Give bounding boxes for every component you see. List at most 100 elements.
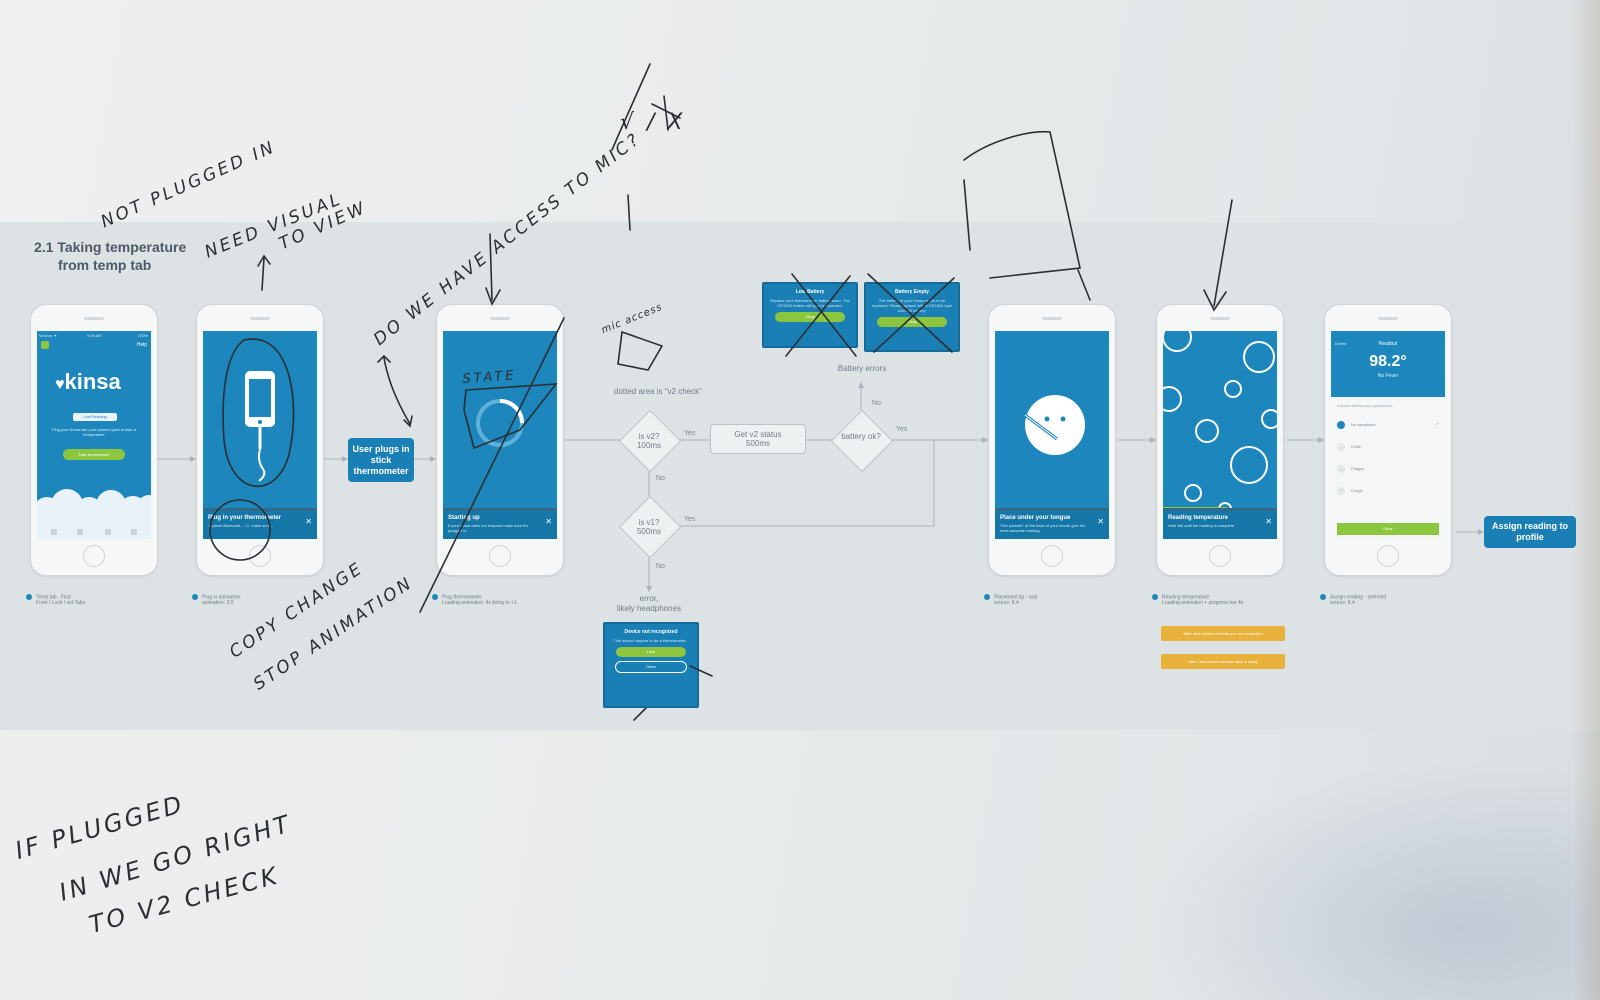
symptom-option-label: No symptoms xyxy=(1351,422,1376,428)
caption-home-text: Temp tab · First xyxy=(36,594,71,601)
caption-dot xyxy=(984,594,990,600)
caption-result-text: Assign reading · selected xyxy=(1330,594,1387,601)
no-label: No xyxy=(656,475,665,482)
symptom-option[interactable]: Cough xyxy=(1337,487,1439,509)
screen-plugin: Plug in your thermometer 1. plane Blueto… xyxy=(203,331,317,539)
caption-placement-sub: source: 8.4 xyxy=(994,600,1019,607)
radio-icon xyxy=(1337,443,1345,451)
symptom-option-label: Chills xyxy=(1351,444,1361,450)
battery-empty-title: Battery Empty xyxy=(895,289,929,295)
phone-speaker xyxy=(1210,317,1230,320)
error-line2: likely headphones xyxy=(616,604,682,613)
is-v2-ms: 100ms xyxy=(636,441,661,450)
loading-spinner-icon xyxy=(476,399,524,447)
phone-placement: Place under your tongue "Hot pockets" at… xyxy=(988,304,1116,576)
dotted-area-note: dotted area is "v2 check" xyxy=(614,387,702,396)
close-icon[interactable]: ✕ xyxy=(1265,517,1272,526)
placement-sub: "Hot pockets" at the back of your mouth … xyxy=(1000,523,1086,533)
plugin-title: Plug in your thermometer xyxy=(208,515,282,521)
caption-result-sub: source: 8.4 xyxy=(1330,600,1355,607)
screen-reading: Reading temperature Hold still until the… xyxy=(1163,331,1277,539)
caption-startup: Plug thermometer Loading animation, 4x l… xyxy=(432,594,542,606)
caption-placement-text: Placement tip · oral xyxy=(994,594,1038,601)
take-temperature-button[interactable]: Take temperature xyxy=(63,449,125,460)
yes-label: Yes xyxy=(684,430,696,437)
low-battery-okay-button[interactable]: Okay xyxy=(775,312,845,322)
caption-startup-sub: Loading animation, 4x lining to +1 xyxy=(442,600,517,607)
is-v1-ms: 500ms xyxy=(636,527,661,536)
readout-title: Readout xyxy=(1378,341,1398,347)
delete-link[interactable]: Delete xyxy=(1335,341,1347,346)
done-button[interactable]: Done xyxy=(615,661,687,673)
error-label: error, likely headphones xyxy=(594,594,704,614)
is-v1-label: is v1? 500ms xyxy=(619,518,679,536)
phone-speaker xyxy=(490,317,510,320)
clouds-illustration xyxy=(37,489,151,539)
phone-speaker xyxy=(250,317,270,320)
phone-plugin: Plug in your thermometer 1. plane Blueto… xyxy=(196,304,324,576)
status-time: 9:45 AM xyxy=(87,333,102,338)
caption-dot xyxy=(192,594,198,600)
phone-speaker xyxy=(1042,317,1062,320)
bubbles-animation xyxy=(1163,331,1277,511)
no-label: No xyxy=(872,400,881,407)
photo-shadow xyxy=(1140,760,1600,1000)
home-button xyxy=(489,545,511,567)
brand-name: kinsa xyxy=(64,369,121,394)
phone-plugin-illustration xyxy=(245,371,275,482)
get-v2-status: Get v2 status 500ms xyxy=(710,424,806,454)
symptom-option[interactable]: Fatigue xyxy=(1337,465,1439,487)
done-button[interactable]: Done xyxy=(1337,523,1439,535)
close-icon[interactable]: ✕ xyxy=(1097,517,1104,526)
user-plugs-box: User plugs in stick thermometer xyxy=(348,438,414,482)
symptom-option-selected[interactable]: No symptoms✓ xyxy=(1337,421,1439,443)
help-link[interactable]: Help xyxy=(136,342,147,348)
symptom-option[interactable]: Chills xyxy=(1337,443,1439,465)
orange-note-1: After 4min phone reminds you no connecti… xyxy=(1161,626,1285,641)
caption-home: Temp tab · First From / Lock / set Tabs xyxy=(26,594,136,606)
battery-empty-okay-button[interactable]: Okay xyxy=(877,317,947,327)
yes-label: Yes xyxy=(684,516,696,523)
battery-errors-label: Battery errors xyxy=(837,364,887,373)
last-reading-pill[interactable]: Last Reading xyxy=(73,413,117,421)
home-button xyxy=(1041,545,1063,567)
is-v2-label: is v2? 100ms xyxy=(619,432,679,450)
section-title-line1: 2.1 Taking temperature xyxy=(34,239,187,255)
home-button xyxy=(1209,545,1231,567)
help-button[interactable]: Help xyxy=(616,647,686,657)
fever-status: No Fever xyxy=(1377,373,1399,379)
low-battery-title: Low Battery xyxy=(795,289,825,295)
section-title: 2.1 Taking temperature from temp tab xyxy=(34,238,214,274)
caption-plugin: Plug in animation animation: 3.0 xyxy=(192,594,302,606)
paper-edge xyxy=(1572,0,1600,1000)
menu-icon[interactable] xyxy=(41,341,49,349)
close-icon[interactable]: ✕ xyxy=(305,517,312,526)
plugin-bottom-bar: Plug in your thermometer 1. plane Blueto… xyxy=(203,508,317,539)
get-v2-ms: 500ms xyxy=(745,439,770,448)
is-v2-text: is v2? xyxy=(638,432,660,441)
assign-reading-box: Assign reading to profile xyxy=(1484,516,1576,548)
startup-title: Starting up xyxy=(448,515,480,521)
screen-placement: Place under your tongue "Hot pockets" at… xyxy=(995,331,1109,539)
symptom-option-label: Cough xyxy=(1351,488,1363,494)
plugin-sub: 1. plane Bluetooth... / 2. make sure... xyxy=(208,523,274,528)
get-v2-text: Get v2 status xyxy=(734,430,782,439)
startup-bottom-bar: Starting up If your Kinsa does not respo… xyxy=(443,508,557,539)
low-battery-body: Replace your thermometer battery soon. T… xyxy=(770,298,850,308)
phone-reading: Reading temperature Hold still until the… xyxy=(1156,304,1284,576)
symptom-list: No symptoms✓ Chills Fatigue Cough xyxy=(1337,421,1439,509)
is-v1-text: is v1? xyxy=(638,518,660,527)
screen-startup: Starting up If your Kinsa does not respo… xyxy=(443,331,557,539)
note-check-x: √ / X xyxy=(620,110,686,135)
close-icon[interactable]: ✕ xyxy=(545,517,552,526)
home-body-text: Plug your Kinsa into your phone's jack t… xyxy=(51,427,137,437)
phone-result: Delete Readout 98.2° No Fever Anyone fee… xyxy=(1324,304,1452,576)
reading-bottom-bar: Reading temperature Hold still until the… xyxy=(1163,508,1277,539)
caption-startup-text: Plug thermometer xyxy=(442,594,482,601)
radio-icon xyxy=(1337,487,1345,495)
kinsa-logo: ♥kinsa xyxy=(55,369,121,395)
caption-placement: Placement tip · oral source: 8.4 xyxy=(984,594,1094,606)
caption-reading-sub: Loading animation + progress bar 4x xyxy=(1162,600,1244,607)
battery-ok-label: battery ok? xyxy=(841,432,881,441)
